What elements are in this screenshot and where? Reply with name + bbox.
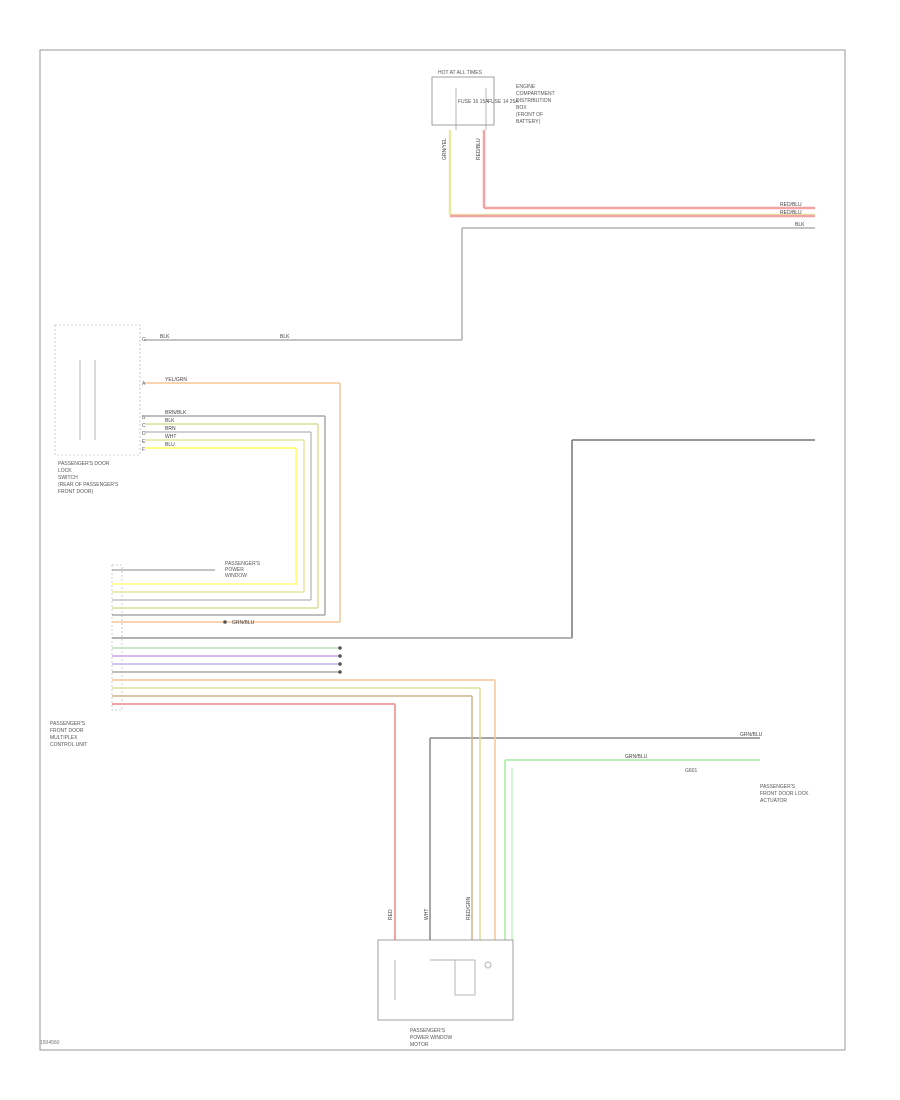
wire-label-w11: BRN (165, 426, 176, 432)
wire-label-w3: RED/BLU (780, 202, 802, 208)
svg-text:MULTIPLEX: MULTIPLEX (50, 735, 78, 741)
diagram-border (39, 49, 846, 1051)
fuse-box-title: HOT AT ALL TIMES (438, 70, 483, 76)
wire-label-w4: RED/BLU (780, 210, 802, 216)
svg-text:POWER WINDOW: POWER WINDOW (410, 1035, 452, 1041)
svg-text:E: E (142, 439, 146, 445)
wire-label-w14: GRN/BLU (232, 620, 255, 626)
svg-text:(REAR OF PASSENGER'S: (REAR OF PASSENGER'S (58, 482, 119, 488)
svg-text:FRONT DOOR): FRONT DOOR) (58, 489, 94, 495)
svg-text:PASSENGER'S: PASSENGER'S (760, 784, 796, 790)
svg-text:CONTROL UNIT: CONTROL UNIT (50, 742, 87, 748)
splice-dot (338, 654, 342, 658)
svg-text:D: D (142, 431, 146, 437)
wire-label-w10: BLK (165, 418, 175, 424)
wire-red-top (450, 130, 815, 218)
splice-dot (338, 646, 342, 650)
wire-black-right (112, 439, 815, 639)
door-lock-switch: A B C D E F G PASSENGER'S DOOR LOCK SWIT… (54, 324, 146, 495)
wire-label-w13: BLU (165, 442, 175, 448)
wire-label-w1: GRN/YEL (442, 138, 448, 160)
fuse-box: HOT AT ALL TIMES FUSE 16 15A FUSE 14 25A… (431, 70, 555, 130)
fuse-box-side-label: ENGINE COMPARTMENT DISTRIBUTION BOX (FRO… (516, 84, 555, 125)
svg-text:PASSENGER'S DOOR: PASSENGER'S DOOR (58, 461, 110, 467)
wire-label-w6: BLK (160, 334, 170, 340)
wire-drops (394, 680, 760, 940)
svg-text:PASSENGER'S: PASSENGER'S (225, 561, 261, 567)
splice-dot (338, 670, 342, 674)
wire-yellow-top (448, 130, 815, 217)
diagram-code: 1504560 (40, 1040, 60, 1046)
window-motor-label: PASSENGER'S POWER WINDOW MOTOR (410, 1028, 452, 1048)
svg-text:C: C (142, 423, 146, 429)
wire-label-w8: YEL/GRN (165, 377, 187, 383)
svg-text:WINDOW: WINDOW (225, 573, 247, 579)
wire-label-w9: BRN/BLK (165, 410, 187, 416)
svg-text:F: F (142, 447, 145, 453)
wire-orange (145, 382, 341, 622)
splice-dot (223, 620, 227, 624)
svg-text:DISTRIBUTION: DISTRIBUTION (516, 98, 552, 104)
fuse2-label: FUSE 14 25A (488, 99, 519, 105)
wire-label-w2: RED/BLU (476, 138, 482, 160)
svg-text:BOX: BOX (516, 105, 527, 111)
svg-text:SWITCH: SWITCH (58, 475, 78, 481)
svg-text:A: A (142, 381, 146, 387)
svg-text:B: B (142, 415, 146, 421)
wire-bundle (145, 415, 326, 615)
svg-text:ENGINE: ENGINE (516, 84, 536, 90)
wire-gray-top (145, 227, 815, 341)
control-unit-connector (111, 564, 495, 711)
fuse1-label: FUSE 16 15A (458, 99, 489, 105)
svg-text:ACTUATOR: ACTUATOR (760, 798, 787, 804)
wire-label-w12: WHT (165, 434, 176, 440)
svg-text:PASSENGER'S: PASSENGER'S (410, 1028, 446, 1034)
svg-text:(FRONT OF: (FRONT OF (516, 112, 543, 118)
svg-text:MOTOR: MOTOR (410, 1042, 429, 1048)
svg-text:FRONT DOOR LOCK: FRONT DOOR LOCK (760, 791, 809, 797)
splice-dot (338, 662, 342, 666)
window-switch-label: PASSENGER'S DOOR LOCK SWITCH (REAR OF PA… (58, 461, 119, 495)
ground-label: G601 (685, 768, 697, 774)
wire-label-w19: RED/GRN (466, 897, 472, 920)
svg-text:PASSENGER'S: PASSENGER'S (50, 721, 86, 727)
power-window-motor (377, 939, 514, 1021)
svg-text:G: G (142, 337, 146, 343)
connector-label: PASSENGER'S FRONT DOOR MULTIPLEX CONTROL… (50, 721, 87, 748)
svg-text:COMPARTMENT: COMPARTMENT (516, 91, 555, 97)
svg-text:POWER: POWER (225, 567, 244, 573)
switch-pins: A B C D E F G (142, 337, 146, 453)
svg-text:LOCK: LOCK (58, 468, 72, 474)
wire-label-w7: BLK (280, 334, 290, 340)
wire-label-w16: GRN/BLU (625, 754, 648, 760)
svg-text:BATTERY): BATTERY) (516, 119, 541, 125)
door-lock-actuator-label: PASSENGER'S FRONT DOOR LOCK ACTUATOR (760, 784, 809, 804)
wire-label-w5: BLK (795, 222, 805, 228)
svg-text:FRONT DOOR: FRONT DOOR (50, 728, 84, 734)
wire-label-w15: GRN/BLU (740, 732, 763, 738)
splice-label: PASSENGER'S POWER WINDOW (225, 561, 261, 579)
wire-label-w18: WHT (424, 909, 430, 920)
wire-label-w17: RED (388, 909, 394, 920)
